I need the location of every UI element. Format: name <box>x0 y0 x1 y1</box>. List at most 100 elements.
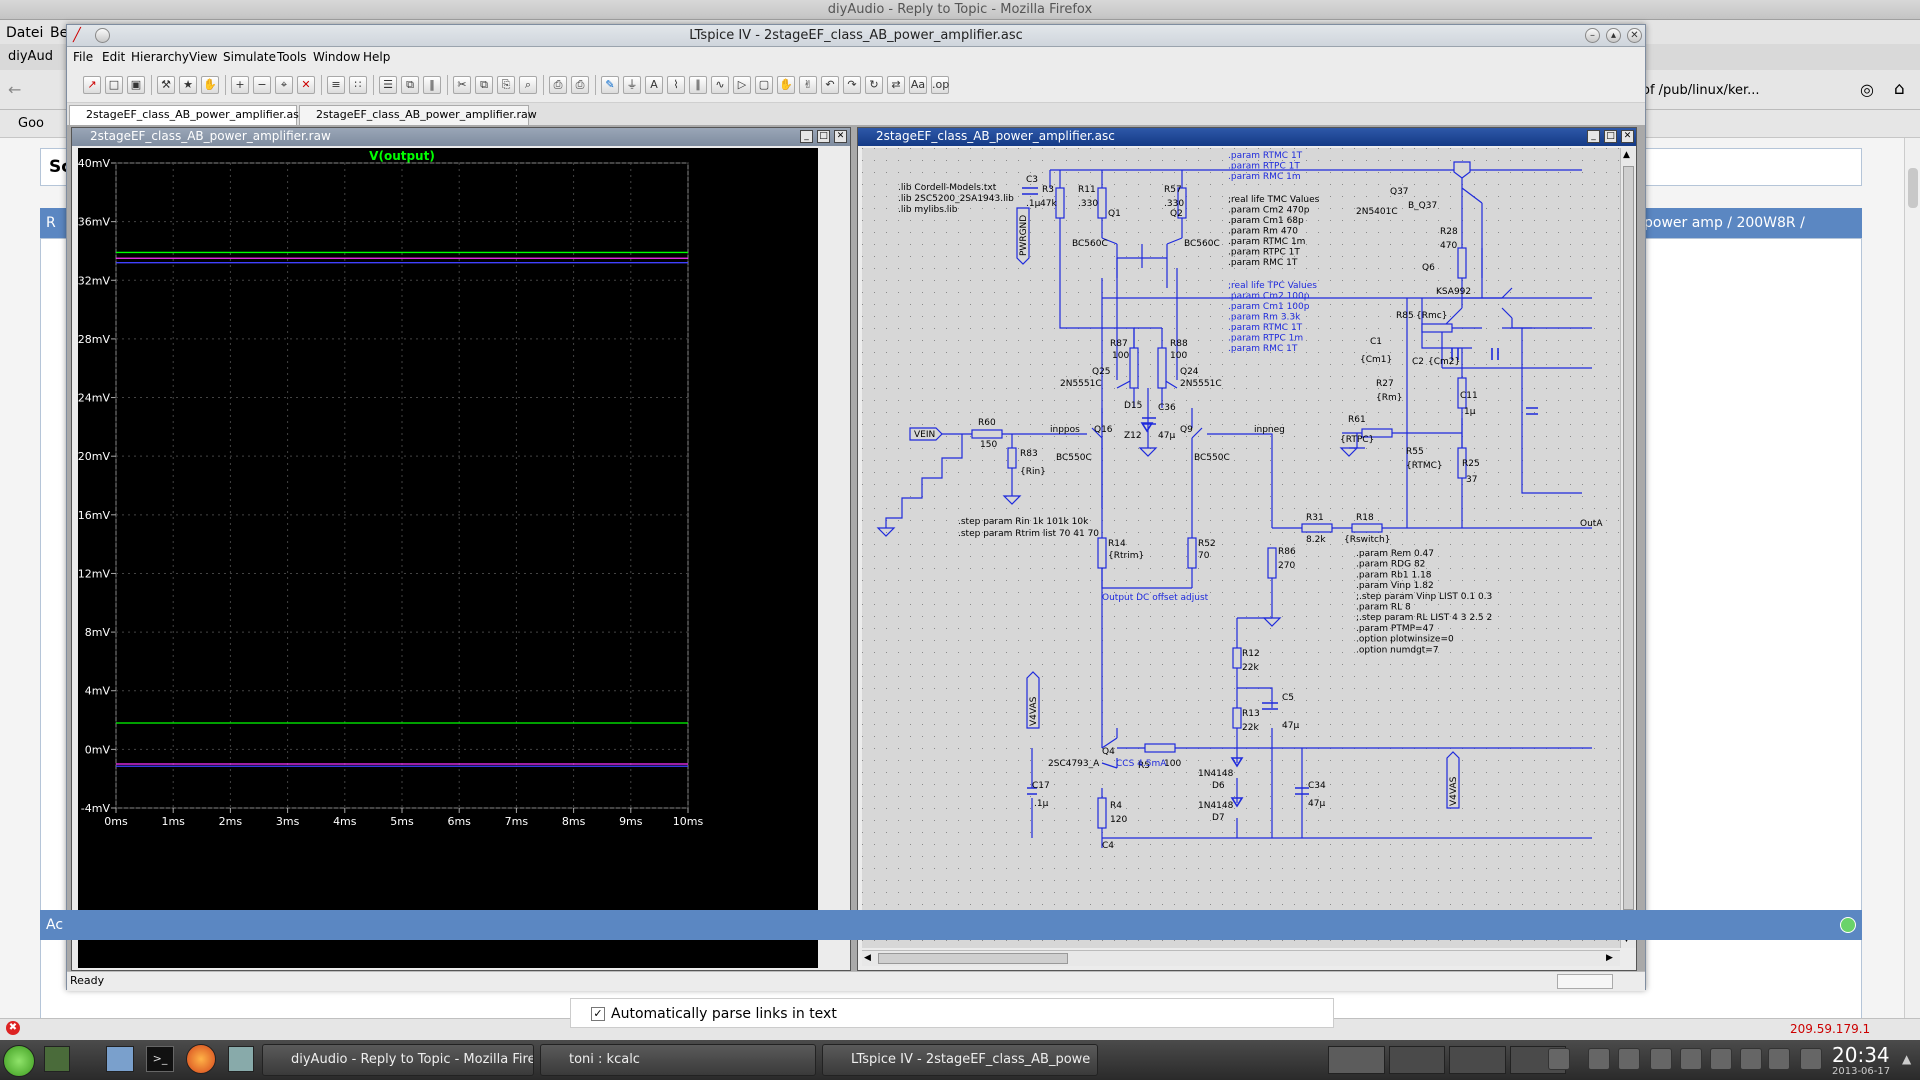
taskbar-ltspice[interactable]: LTspice IV - 2stageEF_class_AB_powe <box>822 1044 1098 1076</box>
copy-icon[interactable]: ⧉ <box>475 76 493 94</box>
redo-icon[interactable]: ↷ <box>843 76 861 94</box>
desktop-icon[interactable] <box>44 1046 70 1072</box>
scroll-right-icon[interactable]: ▶ <box>1606 953 1613 963</box>
tmc-param-directives[interactable]: .param RTMC 1T.param RTPC 1T.param RMC 1… <box>1228 151 1303 182</box>
maximize-icon[interactable]: ▴ <box>1606 28 1621 43</box>
rotate-icon[interactable]: ↻ <box>865 76 883 94</box>
ccs-note[interactable]: CCS 4.5mA <box>1116 759 1167 769</box>
cut-icon[interactable]: ✂ <box>453 76 471 94</box>
system-icon[interactable] <box>228 1046 254 1072</box>
tray-expand-icon[interactable]: ▲ <box>1902 1052 1912 1066</box>
label-net-icon[interactable]: A <box>645 76 663 94</box>
desktop-2[interactable] <box>1388 1046 1445 1074</box>
schematic-close-icon[interactable]: ✕ <box>1621 130 1634 143</box>
print-icon[interactable]: ⎙ <box>571 76 589 94</box>
schematic-horizontal-scrollbar[interactable]: ◀ ▶ <box>862 950 1620 966</box>
firefox-icon[interactable] <box>186 1044 216 1074</box>
file-manager-icon[interactable] <box>106 1046 134 1072</box>
hscroll-thumb[interactable] <box>878 953 1068 964</box>
start-menu-icon[interactable] <box>3 1045 35 1077</box>
window-menu-icon[interactable] <box>95 28 110 43</box>
menu-help[interactable]: Help <box>363 50 391 64</box>
offset-note[interactable]: Output DC offset adjust <box>1102 593 1209 603</box>
tmc-real-directives[interactable]: ;real life TMC Values.param Cm2 470p.par… <box>1228 195 1320 268</box>
step-directives[interactable]: .step param Rin 1k 101k 10k.step param R… <box>958 517 1099 539</box>
waveform-close-icon[interactable]: ✕ <box>834 130 847 143</box>
paste-icon[interactable]: ⎘ <box>497 76 515 94</box>
net-v4vas-2[interactable]: V4VAS <box>1449 776 1459 806</box>
tile-vertical-icon[interactable]: ‖ <box>423 76 441 94</box>
net-v4vas[interactable]: V4VAS <box>1029 696 1039 726</box>
zoom-fit-icon[interactable]: ⌖ <box>275 76 293 94</box>
scroll-thumb[interactable] <box>1908 168 1918 208</box>
net-inppos[interactable]: inppos <box>1050 425 1080 435</box>
desktop-1[interactable] <box>1328 1046 1385 1074</box>
taskbar-firefox[interactable]: diyAudio - Reply to Topic - Mozilla Fire… <box>262 1044 534 1076</box>
parse-links-checkbox[interactable]: ✓ <box>591 1007 605 1021</box>
mirror-icon[interactable]: ⇄ <box>887 76 905 94</box>
menu-simulate[interactable]: Simulate <box>223 50 277 64</box>
wire-icon[interactable]: ✎ <box>601 76 619 94</box>
settings-icon[interactable] <box>1650 1048 1672 1070</box>
run-icon[interactable]: ★ <box>179 76 197 94</box>
collapse-icon[interactable] <box>1840 917 1856 933</box>
tile-horizontal-icon[interactable]: ☰ <box>379 76 397 94</box>
sim-param-directives[interactable]: .param Rem 0.47.param RDG 82.param Rb1 1… <box>1356 549 1492 655</box>
home-icon[interactable]: ⌂ <box>1894 79 1905 99</box>
print-setup-icon[interactable]: ⎙ <box>549 76 567 94</box>
minimize-icon[interactable]: – <box>1585 28 1600 43</box>
firefox-scrollbar[interactable] <box>1904 138 1920 1018</box>
cascade-icon[interactable]: ⧉ <box>401 76 419 94</box>
vscroll-thumb[interactable] <box>1623 166 1634 910</box>
text-icon[interactable]: Aa <box>909 76 927 94</box>
up-arrow-icon[interactable] <box>1740 1048 1762 1070</box>
clock-time[interactable]: 20:34 <box>1832 1043 1890 1067</box>
scroll-up-icon[interactable]: ▲ <box>1623 150 1630 160</box>
undo-icon[interactable]: ↶ <box>821 76 839 94</box>
menu-bearbeiten[interactable]: Be <box>50 25 69 41</box>
spice-directive-icon[interactable]: .op <box>931 76 949 94</box>
component-icon[interactable]: ▢ <box>755 76 773 94</box>
desktop-pager[interactable] <box>1328 1046 1566 1074</box>
inductor-icon[interactable]: ∿ <box>711 76 729 94</box>
close-icon[interactable]: ✕ <box>1627 28 1642 43</box>
waveform-chart[interactable]: 40mV36mV32mV28mV24mV20mV16mV12mV8mV4mV0m… <box>78 148 818 968</box>
autorange-icon[interactable]: ≡ <box>327 76 345 94</box>
net-outa[interactable]: OutA <box>1580 519 1603 529</box>
tpc-real-directives[interactable]: ;real life TPC Values.param Cm2 100p.par… <box>1228 281 1317 354</box>
halt-icon[interactable]: ✋ <box>201 76 219 94</box>
waveform-minimize-icon[interactable]: _ <box>800 130 813 143</box>
bookmark-google[interactable]: Goo <box>18 116 44 131</box>
binoculars-icon[interactable]: ◎ <box>1860 80 1874 99</box>
capacitor-icon[interactable]: ∥ <box>689 76 707 94</box>
zoom-cancel-icon[interactable]: ✕ <box>297 76 315 94</box>
menu-edit[interactable]: Edit <box>102 50 126 64</box>
desktop-3[interactable] <box>1449 1046 1506 1074</box>
battery-icon[interactable] <box>1800 1048 1822 1070</box>
new-schematic-icon[interactable]: ↗ <box>83 76 101 94</box>
tab-schematic[interactable]: 2stageEF_class_AB_power_amplifier.asc <box>69 105 305 125</box>
info-icon[interactable] <box>1618 1048 1640 1070</box>
resistor-icon[interactable]: ⌇ <box>667 76 685 94</box>
open-icon[interactable]: □ <box>105 76 123 94</box>
find-icon[interactable]: ⌕ <box>519 76 537 94</box>
menu-window[interactable]: Window <box>313 50 361 64</box>
menu-datei[interactable]: Datei <box>6 25 44 41</box>
ground-icon[interactable]: ⏚ <box>623 76 641 94</box>
clipboard-icon[interactable] <box>1588 1048 1610 1070</box>
menu-view[interactable]: View <box>189 50 218 64</box>
menu-tools[interactable]: Tools <box>277 50 307 64</box>
schematic-drawing[interactable]: VEIN PWRGND V4VAS V4VAS inppos inpneg Ou… <box>862 148 1620 948</box>
waveform-maximize-icon[interactable]: □ <box>817 130 830 143</box>
trace-label[interactable]: V(output) <box>369 149 435 163</box>
net-vein[interactable]: VEIN <box>914 430 935 440</box>
net-inpneg[interactable]: inpneg <box>1254 425 1285 435</box>
monitor-icon[interactable] <box>1768 1048 1790 1070</box>
move-icon[interactable]: ✋ <box>777 76 795 94</box>
scissors-icon[interactable] <box>1680 1048 1702 1070</box>
taskbar-kcalc[interactable]: toni : kcalc <box>540 1044 816 1076</box>
tab-waveform[interactable]: 2stageEF_class_AB_power_amplifier.raw <box>299 105 537 125</box>
terminal-icon[interactable]: >_ <box>146 1046 174 1072</box>
diode-icon[interactable]: ▷ <box>733 76 751 94</box>
